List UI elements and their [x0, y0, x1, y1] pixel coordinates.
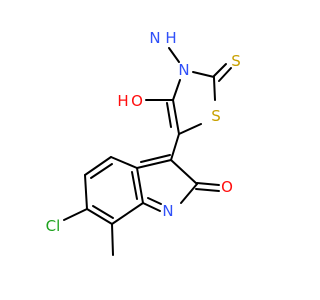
bond-c2-s1: [213, 77, 216, 101]
bond-c5-c6: [84, 174, 88, 210]
ring-nitrogen-label: N: [178, 61, 189, 79]
bond-n-c2: [192, 71, 215, 78]
bond-s1-c5: [178, 123, 202, 135]
bond-c3a-c7a-inner: [131, 171, 138, 200]
bond-c2o-o-b: [195, 188, 220, 192]
hydroxy-hydrogen-label: H: [117, 92, 128, 110]
chlorine-label: Cl: [46, 217, 61, 235]
bond-c3a-c3-b: [140, 154, 171, 163]
bond-n-c7a-a: [142, 202, 161, 212]
amino-nitrogen-label: N: [149, 29, 160, 47]
molecule-svg: N H N S O H S O N Cl: [46, 29, 241, 256]
bond-c6-cl: [63, 208, 88, 221]
bonds: [63, 47, 232, 256]
bond-c5-c3: [170, 133, 180, 161]
imine-nitrogen-label: N: [162, 202, 173, 220]
bond-amino-n: [168, 47, 180, 63]
bond-c4-c5-inner: [90, 163, 113, 179]
thione-sulfur-label: S: [231, 52, 241, 70]
hydroxy-oxygen-label: O: [131, 92, 143, 110]
bond-c2-thione-b: [218, 67, 232, 82]
amino-hydrogen-label: H: [165, 29, 176, 47]
molecule-diagram: N H N S O H S O N Cl: [46, 29, 241, 256]
carbonyl-oxygen-label: O: [221, 178, 233, 196]
bond-c7-c7a: [111, 202, 144, 225]
bond-c4-c5: [84, 156, 112, 176]
bond-c2o-o-a: [196, 182, 220, 186]
bond-c7a-c3a: [136, 167, 144, 204]
bond-c3a-c4: [110, 156, 138, 169]
bond-c6-c7-inner: [92, 205, 114, 219]
bond-c3a-c3-a: [136, 159, 172, 169]
bond-c5-c4-a: [172, 99, 180, 135]
bond-c3-c2o: [170, 159, 198, 185]
bond-n-c7a-b: [147, 197, 162, 205]
bond-c2-thione-a: [213, 63, 227, 77]
atom-labels: N H N S O H S O N Cl: [46, 29, 241, 235]
bond-c2o-n: [180, 183, 198, 204]
bond-c7-methyl: [111, 223, 114, 256]
bond-c6-c7: [86, 208, 113, 225]
ring-sulfur-label: S: [211, 107, 221, 125]
bond-c5-c4-b: [166, 102, 172, 128]
bond-c4-n: [172, 79, 181, 101]
